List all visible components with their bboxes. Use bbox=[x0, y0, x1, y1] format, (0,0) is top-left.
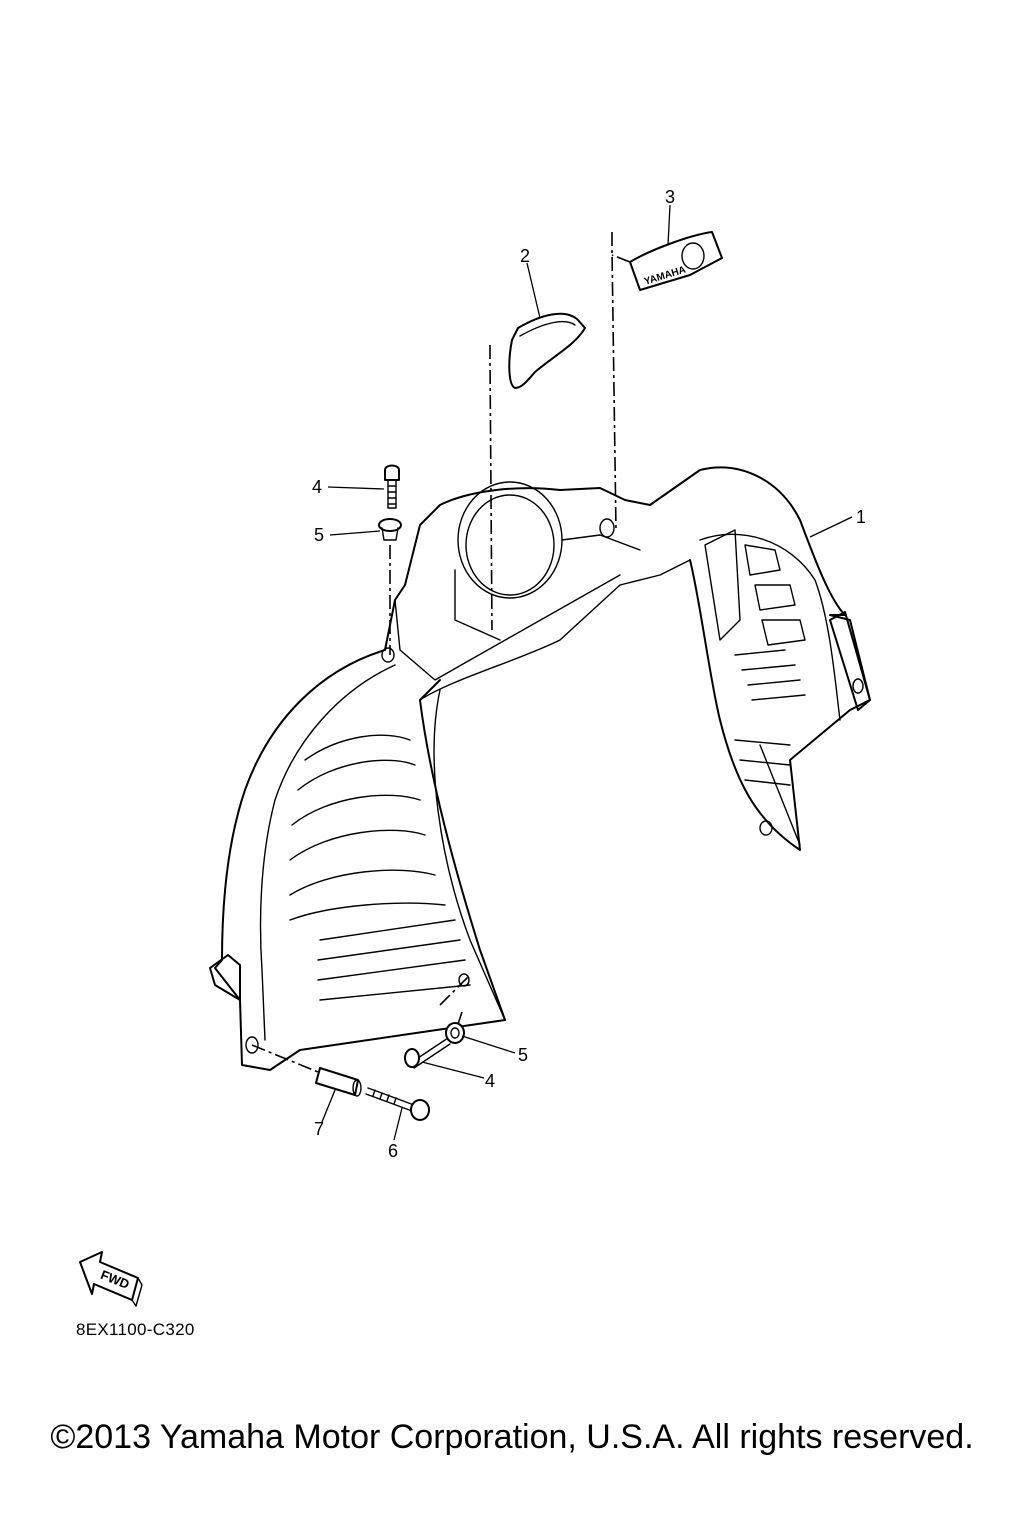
leader-lines bbox=[321, 204, 853, 1141]
callout-1: 1 bbox=[856, 507, 866, 527]
part-3-emblem-decal: YAMAHA bbox=[629, 231, 723, 291]
callout-2: 2 bbox=[520, 246, 530, 266]
callout-5-upper: 5 bbox=[314, 525, 324, 545]
callout-5-lower: 5 bbox=[518, 1045, 528, 1065]
part-5-grommet-lower bbox=[445, 1022, 465, 1044]
callout-4-upper: 4 bbox=[312, 477, 322, 497]
part-1-panel bbox=[209, 466, 871, 1071]
fwd-arrow-icon: FWD bbox=[79, 1251, 143, 1307]
part-4-screw-upper bbox=[384, 464, 400, 509]
part-6-bolt bbox=[365, 1087, 430, 1121]
part-4-screw-lower bbox=[404, 1037, 451, 1069]
copyright-notice: ©2013 Yamaha Motor Corporation, U.S.A. A… bbox=[50, 1418, 974, 1456]
part-2-decal bbox=[508, 312, 586, 389]
part-5-grommet-upper bbox=[378, 518, 402, 541]
part-7-collar bbox=[315, 1067, 362, 1097]
callout-labels: 3 2 1 4 5 5 4 7 6 bbox=[312, 187, 866, 1161]
assembly-lines bbox=[251, 232, 631, 1073]
callout-3: 3 bbox=[665, 187, 675, 207]
callout-7: 7 bbox=[314, 1119, 324, 1139]
callout-6: 6 bbox=[388, 1141, 398, 1161]
callout-4-lower: 4 bbox=[485, 1071, 495, 1091]
diagram-code: 8EX1100-C320 bbox=[76, 1320, 195, 1339]
